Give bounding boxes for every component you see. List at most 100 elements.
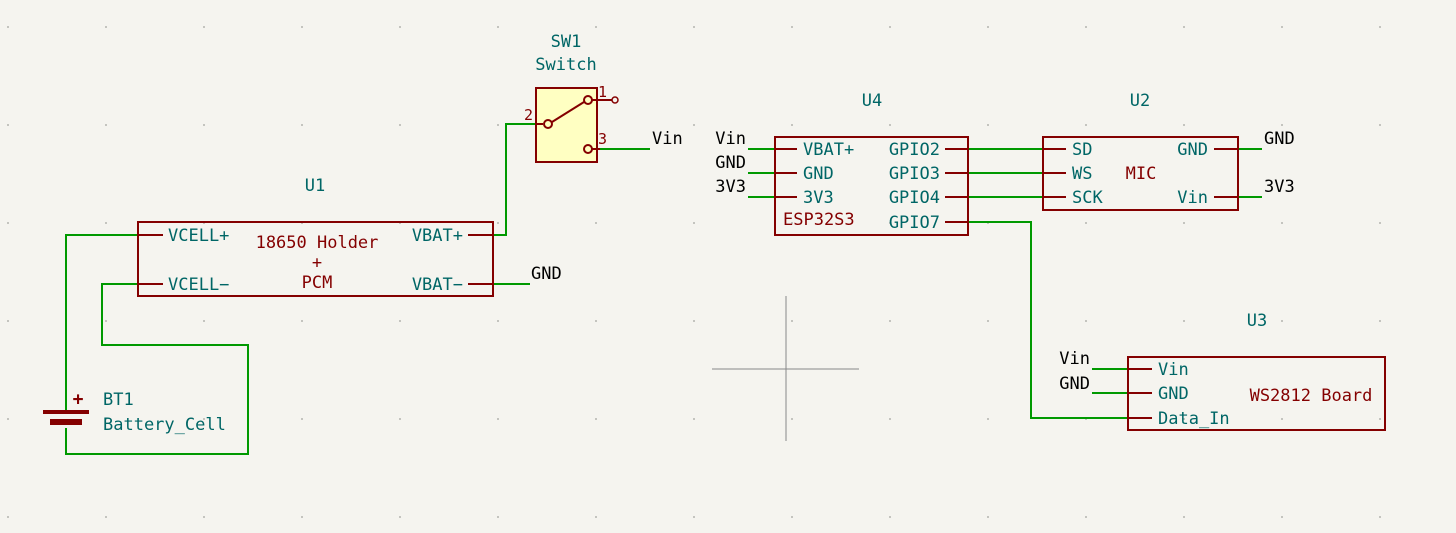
grid-dot xyxy=(693,222,695,224)
grid-dot xyxy=(595,418,597,420)
grid-dot xyxy=(301,26,303,28)
grid-dot xyxy=(791,516,793,518)
grid-dot xyxy=(301,124,303,126)
battery-plus-sign: + xyxy=(73,389,84,410)
grid-dot xyxy=(203,418,205,420)
grid-dot xyxy=(987,320,989,322)
grid-dot xyxy=(7,320,9,322)
u2-pin-ws: WS xyxy=(1072,164,1092,184)
u1-pin-vbat-pos: VBAT+ xyxy=(412,226,463,246)
grid-dot xyxy=(105,222,107,224)
grid-dot xyxy=(399,418,401,420)
u1-body-line2: + xyxy=(312,253,322,273)
component-u2[interactable]: U2 SD WS SCK GND Vin MIC GND 3V3 xyxy=(1042,91,1295,211)
grid-dot xyxy=(203,516,205,518)
net-label-u1-gnd[interactable]: GND xyxy=(531,264,562,284)
grid-dot xyxy=(1281,222,1283,224)
grid-dot xyxy=(399,124,401,126)
switch-ref: SW1 xyxy=(551,32,582,52)
u4-pin-gnd: GND xyxy=(803,164,834,184)
grid-dot xyxy=(497,26,499,28)
switch-value: Switch xyxy=(535,55,596,75)
u1-body-line3: PCM xyxy=(302,273,333,293)
grid-dot xyxy=(1281,320,1283,322)
u4-body-label: ESP32S3 xyxy=(783,210,855,230)
grid-dot xyxy=(1085,124,1087,126)
u1-body-line1: 18650 Holder xyxy=(256,233,379,253)
grid-dot xyxy=(497,222,499,224)
component-u1[interactable]: U1 VCELL+ VCELL− VBAT+ VBAT− 18650 Holde… xyxy=(137,176,562,297)
grid-dot xyxy=(7,418,9,420)
switch-pin1-noconnect xyxy=(611,96,619,104)
grid-dot xyxy=(1085,26,1087,28)
u1-ref: U1 xyxy=(305,176,325,196)
grid-dot xyxy=(791,222,793,224)
net-label-u2-3v3[interactable]: 3V3 xyxy=(1264,177,1295,197)
grid-dot xyxy=(1379,26,1381,28)
grid-dot xyxy=(301,320,303,322)
net-label-u3-gnd[interactable]: GND xyxy=(1059,374,1090,394)
grid-dot xyxy=(7,222,9,224)
grid-dot xyxy=(693,418,695,420)
grid-dot xyxy=(987,418,989,420)
switch-lever xyxy=(551,101,585,123)
u3-pin-gnd: GND xyxy=(1158,384,1189,404)
grid-dot xyxy=(7,26,9,28)
grid-dot xyxy=(1183,418,1185,420)
grid-dot xyxy=(889,516,891,518)
grid-dot xyxy=(497,124,499,126)
grid-dot xyxy=(595,516,597,518)
wire-vcell-pos-to-battery[interactable] xyxy=(65,234,138,410)
grid-dot xyxy=(889,320,891,322)
switch-pin2-contact xyxy=(543,119,553,129)
wire-gpio7-data-in[interactable] xyxy=(968,221,1128,419)
grid-dot xyxy=(987,124,989,126)
component-u3[interactable]: U3 Vin GND Data_In WS2812 Board Vin GND xyxy=(1059,311,1386,431)
grid-dot xyxy=(203,26,205,28)
net-label-u4-3v3[interactable]: 3V3 xyxy=(715,177,746,197)
wire-vbat-pos-to-switch[interactable] xyxy=(493,123,536,236)
u2-pin-sck: SCK xyxy=(1072,188,1103,208)
u2-pin-sd: SD xyxy=(1072,140,1092,160)
net-label-u3-vin[interactable]: Vin xyxy=(1059,349,1090,369)
grid-dot xyxy=(791,26,793,28)
grid-dot xyxy=(1085,320,1087,322)
switch-pin1-number: 1 xyxy=(598,83,607,101)
grid-dot xyxy=(1183,222,1185,224)
net-label-u2-gnd[interactable]: GND xyxy=(1264,129,1295,149)
grid-dot xyxy=(693,320,695,322)
battery-bt1[interactable]: + BT1 Battery_Cell xyxy=(43,389,226,435)
grid-dot xyxy=(1379,222,1381,224)
grid-dot xyxy=(399,516,401,518)
component-u4[interactable]: U4 VBAT+ GND 3V3 GPIO2 GPIO3 GPIO4 GPIO7… xyxy=(715,91,969,236)
grid-dot xyxy=(399,320,401,322)
grid-dot xyxy=(497,320,499,322)
u2-pin-gnd: GND xyxy=(1177,140,1208,160)
net-label-u4-gnd[interactable]: GND xyxy=(715,153,746,173)
grid-dot xyxy=(1379,516,1381,518)
grid-dot xyxy=(595,26,597,28)
u4-body xyxy=(774,136,969,236)
u1-pin-vcell-neg: VCELL− xyxy=(168,275,229,295)
grid-dot xyxy=(497,418,499,420)
u4-pin-gpio3: GPIO3 xyxy=(889,164,940,184)
grid-dot xyxy=(987,516,989,518)
switch-pin2-number: 2 xyxy=(524,106,533,124)
net-label-switch-vin[interactable]: Vin xyxy=(652,129,683,149)
grid-dot xyxy=(791,320,793,322)
wires xyxy=(65,123,1262,455)
grid-dot xyxy=(1379,124,1381,126)
u3-body-label: WS2812 Board xyxy=(1250,386,1373,406)
net-label-u4-vin[interactable]: Vin xyxy=(715,129,746,149)
switch-sw1[interactable]: SW1 Switch 1 2 3 Vin xyxy=(524,32,683,163)
grid-dot xyxy=(497,516,499,518)
wire-vcell-neg-to-battery[interactable] xyxy=(65,283,249,455)
grid-dot xyxy=(987,26,989,28)
u3-pin-vin: Vin xyxy=(1158,360,1189,380)
grid-dots xyxy=(7,26,1381,518)
grid-dot xyxy=(1085,222,1087,224)
grid-dot xyxy=(105,516,107,518)
switch-body xyxy=(535,87,598,163)
switch-pin3-number: 3 xyxy=(598,130,607,148)
